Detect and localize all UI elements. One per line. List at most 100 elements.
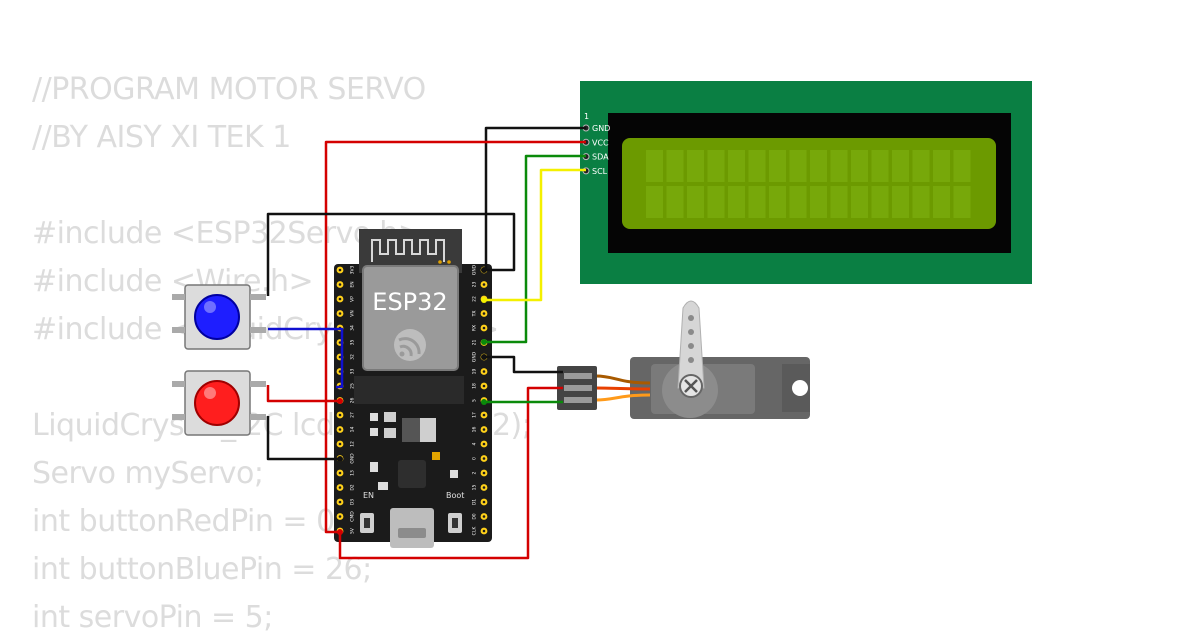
esp32-pin-label: TX bbox=[472, 311, 478, 318]
code-line: int buttonBluePin = 26; bbox=[32, 552, 372, 587]
wire-red-button-signal bbox=[266, 385, 340, 403]
esp32-pin-label: D1 bbox=[472, 499, 478, 505]
lcd-pin1-label: 1 bbox=[584, 112, 589, 121]
esp32-pin-label: VN bbox=[350, 310, 356, 316]
boot-label: Boot bbox=[446, 491, 464, 500]
wire-servo-gnd bbox=[484, 355, 563, 374]
esp32-pin-label: 35 bbox=[350, 340, 356, 346]
lcd-cell bbox=[871, 150, 889, 182]
wire-lcd-vcc bbox=[324, 140, 586, 534]
esp32-pin-label: 25 bbox=[350, 383, 356, 389]
code-line: //PROGRAM MOTOR SERVO bbox=[32, 72, 426, 107]
esp32-pin-label: RX bbox=[472, 325, 478, 331]
wire-blue-button-signal bbox=[268, 327, 344, 389]
esp32-pin-label: GND bbox=[472, 264, 478, 275]
lcd-cell bbox=[912, 150, 930, 182]
wire-lcd-scl bbox=[484, 168, 586, 302]
lcd-cell bbox=[789, 186, 807, 218]
code-line: int servoPin = 5; bbox=[32, 600, 273, 635]
esp32-pin-label: 13 bbox=[350, 470, 356, 476]
wires bbox=[266, 126, 586, 560]
lcd-cell bbox=[707, 186, 725, 218]
esp32-pin-label: 27 bbox=[350, 412, 356, 418]
esp32-pin-label: 3V3 bbox=[350, 265, 356, 274]
lcd-cell bbox=[830, 186, 848, 218]
esp32-chip-label: ESP32 bbox=[372, 288, 447, 316]
lcd-cell bbox=[728, 186, 745, 218]
esp32-pin-label: 23 bbox=[472, 282, 478, 288]
wire-lcd-gnd bbox=[484, 126, 586, 270]
lcd-cell bbox=[666, 186, 684, 218]
esp32-pin-label: 18 bbox=[472, 383, 478, 389]
red-pushbutton[interactable] bbox=[172, 370, 266, 436]
esp32-pin-label: 12 bbox=[350, 441, 356, 447]
lcd-cell bbox=[748, 150, 766, 182]
lcd-cell bbox=[769, 150, 786, 182]
lcd-cell bbox=[687, 186, 704, 218]
lcd-cell bbox=[871, 186, 889, 218]
lcd-cell bbox=[646, 150, 663, 182]
lcd-cell bbox=[789, 150, 807, 182]
esp32-pin-label: 5 bbox=[472, 399, 478, 402]
code-line: //BY AISY XI TEK 1 bbox=[32, 120, 291, 155]
esp32-pin-label: 26 bbox=[350, 398, 356, 404]
lcd-cell bbox=[810, 150, 827, 182]
lcd-cell bbox=[810, 186, 827, 218]
lcd-character-cells bbox=[646, 150, 971, 218]
lcd-cell bbox=[892, 150, 909, 182]
lcd-cell bbox=[646, 186, 663, 218]
lcd-cell bbox=[933, 150, 950, 182]
lcd-pin-label: VCC bbox=[592, 138, 609, 147]
lcd-cell bbox=[728, 150, 745, 182]
esp32-pin-label: GND bbox=[472, 351, 478, 362]
lcd-pin-label: GND bbox=[592, 124, 610, 133]
esp32-pin-label: EN bbox=[350, 281, 356, 287]
esp32-pin-label: 16 bbox=[472, 427, 478, 433]
lcd-cell bbox=[851, 186, 868, 218]
blue-pushbutton[interactable] bbox=[172, 284, 266, 350]
espressif-logo-icon bbox=[394, 329, 426, 361]
code-line: Servo myServo; bbox=[32, 456, 264, 491]
esp32-pin-label: D3 bbox=[350, 499, 356, 505]
esp32-pin-label: 19 bbox=[472, 369, 478, 375]
esp32-pin-label: 32 bbox=[350, 354, 356, 360]
lcd-pin-label: SCL bbox=[592, 167, 608, 176]
wire-lcd-sda bbox=[484, 154, 586, 344]
esp32-pin-label: D2 bbox=[350, 484, 356, 490]
lcd-cell bbox=[892, 186, 909, 218]
servo-connector bbox=[557, 366, 651, 410]
esp32-pin-label: 15 bbox=[472, 485, 478, 491]
esp32-pin-label: VP bbox=[350, 296, 356, 302]
esp32-pin-label: 33 bbox=[350, 369, 356, 375]
esp32-pin-label: 34 bbox=[350, 325, 356, 331]
lcd-cell bbox=[953, 150, 971, 182]
lcd-cell bbox=[769, 186, 786, 218]
esp32-pin-label: D0 bbox=[472, 513, 478, 519]
esp32-pin-label: 5V bbox=[350, 527, 356, 534]
esp32-pin-label: 21 bbox=[472, 340, 478, 346]
servo-motor[interactable] bbox=[630, 300, 810, 419]
lcd-cell bbox=[953, 186, 971, 218]
esp32-pin-label: CMD bbox=[350, 511, 356, 522]
lcd-cell bbox=[707, 150, 725, 182]
esp32-pin-label: 4 bbox=[472, 442, 478, 445]
esp32-pin-label: 22 bbox=[472, 296, 478, 302]
lcd-cell bbox=[851, 150, 868, 182]
esp32-pin-label: 2 bbox=[472, 471, 478, 474]
wire-red-button-gnd bbox=[266, 416, 340, 461]
esp32-pin-label: GND bbox=[350, 453, 356, 464]
esp32-pin-label: 14 bbox=[350, 427, 356, 433]
esp32-pin-label: CLK bbox=[472, 526, 478, 536]
lcd-cell bbox=[687, 150, 704, 182]
en-label: EN bbox=[363, 491, 374, 500]
esp32-pin-label: 0 bbox=[472, 457, 478, 460]
esp32-pin-label: 17 bbox=[472, 412, 478, 418]
lcd-cell bbox=[912, 186, 930, 218]
wire-blue-button-gnd bbox=[266, 212, 516, 296]
lcd-cell bbox=[830, 150, 848, 182]
lcd-cell bbox=[748, 186, 766, 218]
